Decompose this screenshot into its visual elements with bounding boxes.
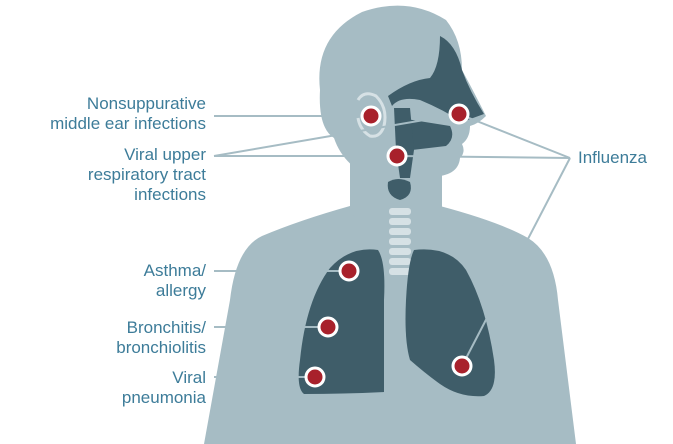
marker-middle-ear (362, 107, 380, 125)
label-influenza: Influenza (578, 148, 647, 168)
label-middle-ear: Nonsuppurative middle ear infections (50, 94, 206, 134)
trachea-rings (389, 208, 411, 275)
label-asthma: Asthma/ allergy (144, 261, 206, 301)
marker-throat (388, 147, 406, 165)
leader-influenza-nose (459, 114, 570, 158)
marker-bronchitis (319, 318, 337, 336)
label-bronchitis: Bronchitis/ bronchiolitis (116, 318, 206, 358)
label-upper-respiratory: Viral upper respiratory tract infections (88, 145, 206, 205)
marker-nose (450, 105, 468, 123)
label-pneumonia: Viral pneumonia (122, 368, 206, 408)
body-silhouette (204, 6, 576, 444)
marker-pneumonia (306, 368, 324, 386)
marker-asthma (340, 262, 358, 280)
marker-influenza-lung (453, 357, 471, 375)
